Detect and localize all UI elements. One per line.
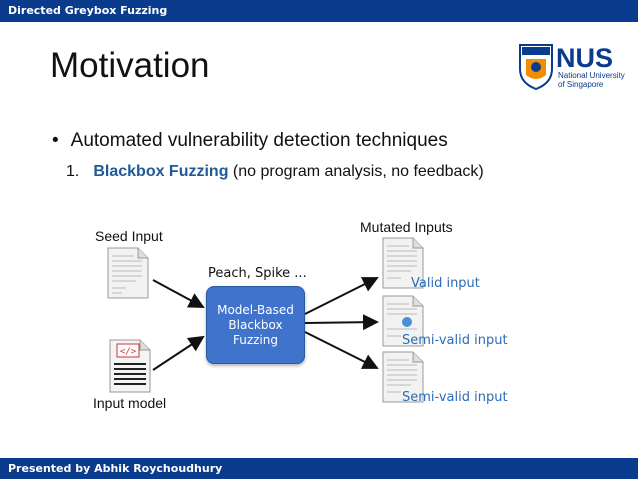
mutated-document-icon bbox=[382, 295, 424, 347]
mutated-inputs-label: Mutated Inputs bbox=[360, 219, 453, 235]
bullet-marker: • bbox=[52, 130, 59, 151]
input-model-label: Input model bbox=[93, 395, 167, 411]
slide-title: Motivation bbox=[50, 46, 210, 85]
header-title: Directed Greybox Fuzzing bbox=[8, 4, 168, 17]
seed-input-label: Seed Input bbox=[95, 228, 163, 244]
arrow-model-to-fuzzer bbox=[152, 335, 205, 371]
arrow-fuzzer-to-output bbox=[304, 277, 379, 315]
output-label-semi-valid: Semi-valid input bbox=[402, 390, 508, 405]
mutated-document-icon bbox=[382, 237, 424, 289]
box-line: Model-Based bbox=[217, 302, 294, 317]
bullet-item: • Automated vulnerability detection techn… bbox=[52, 130, 448, 152]
code-document-icon: </> bbox=[109, 339, 151, 393]
arrow-seed-to-fuzzer bbox=[152, 279, 205, 308]
item-number: 1. bbox=[66, 163, 80, 180]
arrow-fuzzer-to-output bbox=[304, 331, 379, 369]
footer-bar: Presented by Abhik Roychoudhury bbox=[0, 458, 638, 479]
presenter-text: Presented by Abhik Roychoudhury bbox=[8, 462, 223, 475]
box-line: Blackbox bbox=[228, 317, 283, 332]
item-rest: (no program analysis, no feedback) bbox=[228, 163, 484, 180]
logo-text: NUS bbox=[556, 43, 613, 73]
nus-logo: NUS National University of Singapore bbox=[519, 43, 625, 91]
logo-subtitle-2: of Singapore bbox=[558, 80, 604, 89]
arrow-fuzzer-to-output bbox=[304, 314, 379, 331]
mutated-document-icon bbox=[382, 351, 424, 403]
output-label-semi-valid: Semi-valid input bbox=[402, 333, 508, 348]
header-bar: Directed Greybox Fuzzing bbox=[0, 0, 638, 22]
crest-icon bbox=[519, 44, 553, 91]
seed-document-icon bbox=[107, 247, 149, 299]
tools-label: Peach, Spike ... bbox=[208, 266, 307, 281]
code-icon: </> bbox=[120, 347, 137, 357]
output-label-valid: Valid input bbox=[411, 276, 480, 291]
box-line: Fuzzing bbox=[232, 332, 278, 347]
logo-subtitle-1: National University bbox=[558, 71, 625, 80]
item-emphasis: Blackbox Fuzzing bbox=[93, 163, 229, 180]
bullet-text: Automated vulnerability detection techni… bbox=[70, 130, 448, 151]
model-based-fuzzing-box: Model-Based Blackbox Fuzzing bbox=[206, 286, 305, 364]
numbered-item: 1. Blackbox Fuzzing (no program analysis,… bbox=[66, 163, 484, 181]
mutation-marker-icon bbox=[402, 317, 412, 327]
